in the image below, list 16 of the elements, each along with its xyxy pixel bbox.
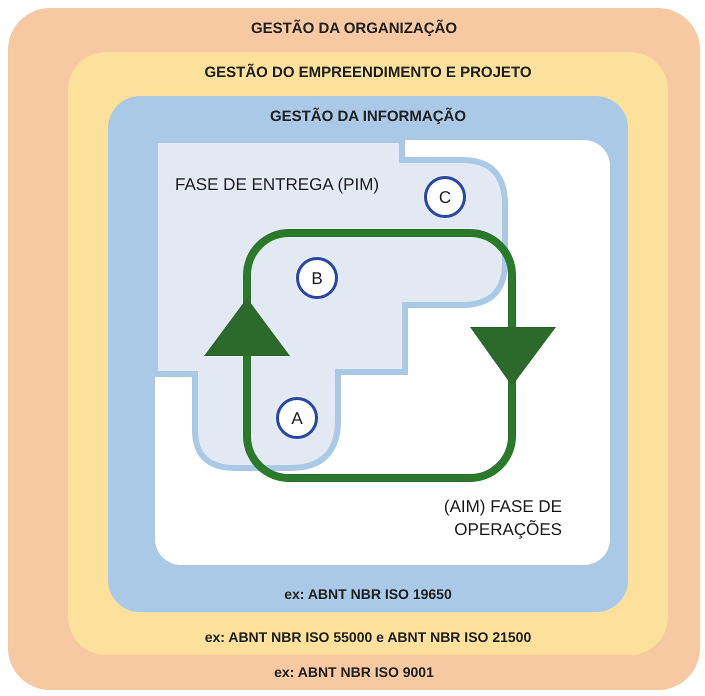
outer-band [8, 8, 700, 690]
inner-band [108, 96, 628, 612]
stage-letter: B [310, 269, 324, 289]
phase-label: (AIM) FASE DE OPERAÇÕES [442, 496, 562, 541]
stage-letter: C [438, 188, 452, 208]
band-heading: GESTÃO DA INFORMAÇÃO [268, 108, 468, 125]
stage-letter: A [290, 409, 304, 429]
standard-note: ex: ABNT NBR ISO 55000 e ABNT NBR ISO 21500 [204, 629, 532, 645]
operations-area [155, 140, 610, 565]
band-heading: GESTÃO DO EMPREENDIMENTO E PROJETO [204, 64, 532, 81]
phase-label: FASE DE ENTREGA (PIM) [175, 174, 380, 196]
band-heading: GESTÃO DA ORGANIZAÇÃO [250, 20, 458, 37]
middle-band [68, 52, 668, 655]
standard-note: ex: ABNT NBR ISO 9001 [273, 664, 435, 680]
standard-note: ex: ABNT NBR ISO 19650 [283, 586, 453, 602]
delivery-area [152, 137, 508, 473]
